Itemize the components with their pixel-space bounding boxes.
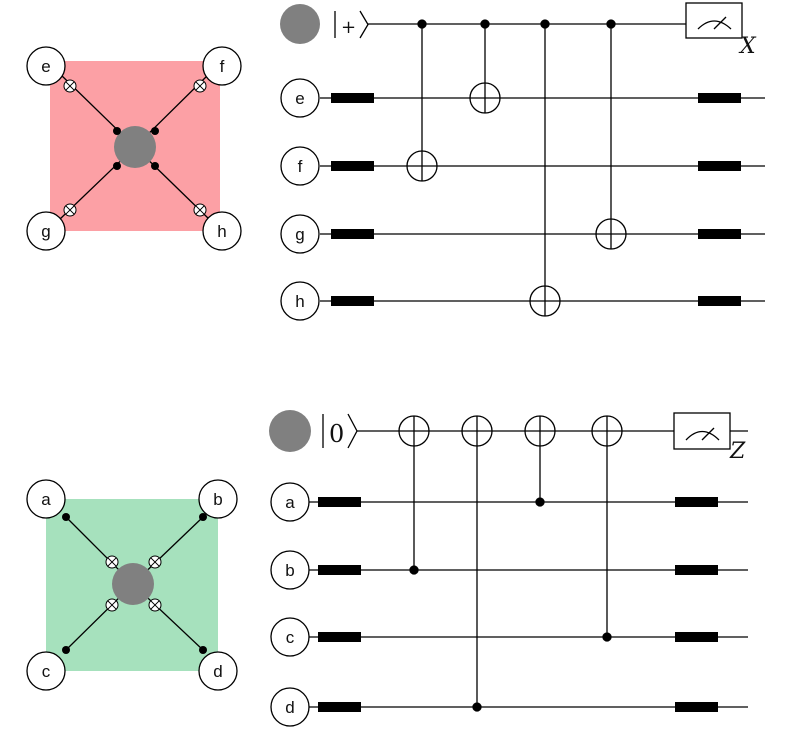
z-qubit-node: d <box>270 687 310 727</box>
x-measurement: X <box>685 2 757 59</box>
z-data-port <box>199 513 207 521</box>
corner-node-label: d <box>213 662 222 681</box>
qubit-label: g <box>295 225 304 244</box>
z-data-port <box>62 513 70 521</box>
cnot-gate <box>469 19 501 114</box>
otimes-icon <box>193 79 207 93</box>
corner-node-label: a <box>41 490 51 509</box>
idle-block <box>698 93 741 103</box>
z-qubit-node: c <box>270 617 310 657</box>
otimes-icon <box>193 203 207 217</box>
z-qubit-node: b <box>270 550 310 590</box>
otimes-icon <box>148 555 162 569</box>
cnot-gate <box>595 19 627 250</box>
idle-block <box>698 229 741 239</box>
cnot-gate <box>398 415 430 575</box>
z-circuit: 0 a b c d <box>269 410 748 727</box>
x-qubit-node: e <box>280 78 320 118</box>
corner-node-label: f <box>220 57 225 76</box>
idle-block <box>318 565 361 575</box>
x-ancilla-port <box>113 162 121 170</box>
x-corner-node: f <box>202 46 242 86</box>
idle-block <box>675 632 718 642</box>
x-circuit: + e f g h <box>280 2 765 321</box>
qubit-label: h <box>295 292 304 311</box>
x-corner-node: e <box>26 46 66 86</box>
x-ancilla-state: + <box>334 10 369 39</box>
z-corner-node: b <box>198 479 238 519</box>
qubit-label: a <box>285 493 295 512</box>
x-ancilla-port <box>113 127 121 135</box>
z-plaquette: a b c d <box>26 479 238 691</box>
x-plaquette: e f g h <box>26 46 242 251</box>
qubit-label: f <box>298 157 303 176</box>
idle-block <box>331 161 374 171</box>
x-qubit-node: g <box>280 214 320 254</box>
corner-node-label: b <box>213 490 222 509</box>
x-ancilla-port <box>151 127 159 135</box>
x-ancilla-port <box>151 162 159 170</box>
corner-node-label: g <box>41 222 50 241</box>
idle-block <box>318 632 361 642</box>
idle-block <box>331 229 374 239</box>
z-ancilla-zero: 0 <box>329 420 344 448</box>
cnot-gate <box>524 415 556 507</box>
measurement-basis: X <box>738 34 757 59</box>
cnot-gate <box>529 19 561 317</box>
corner-node-label: c <box>42 662 51 681</box>
cnot-gate <box>406 19 438 182</box>
qubit-label: e <box>295 89 304 108</box>
z-corner-node: d <box>198 651 238 691</box>
idle-block <box>675 702 718 712</box>
x-ancilla-node <box>114 126 156 168</box>
idle-block <box>675 497 718 507</box>
z-corner-node: a <box>26 479 66 519</box>
z-data-port <box>199 646 207 654</box>
x-circuit-ancilla <box>280 4 320 44</box>
z-qubit-node: a <box>270 482 310 522</box>
z-ancilla-state: 0 <box>322 413 358 449</box>
measurement-basis: Z <box>729 439 746 464</box>
z-corner-node: c <box>26 651 66 691</box>
z-data-port <box>62 646 70 654</box>
otimes-icon <box>105 598 119 612</box>
otimes-icon <box>63 203 77 217</box>
z-ancilla-node <box>112 563 154 605</box>
idle-block <box>331 93 374 103</box>
x-ancilla-plus: + <box>341 17 356 38</box>
x-qubit-node: f <box>280 146 320 186</box>
idle-block <box>331 296 374 306</box>
idle-block <box>318 702 361 712</box>
z-circuit-ancilla <box>269 410 311 452</box>
x-corner-node: h <box>202 211 242 251</box>
z-measurement: Z <box>673 412 746 464</box>
corner-node-label: h <box>217 222 226 241</box>
qubit-label: c <box>286 628 295 647</box>
otimes-icon <box>148 598 162 612</box>
idle-block <box>675 565 718 575</box>
qubit-label: d <box>285 698 294 717</box>
idle-block <box>318 497 361 507</box>
otimes-icon <box>105 555 119 569</box>
cnot-gate <box>461 415 493 712</box>
x-qubit-node: h <box>280 281 320 321</box>
x-corner-node: g <box>26 211 66 251</box>
idle-block <box>698 161 741 171</box>
qubit-label: b <box>285 561 294 580</box>
otimes-icon <box>63 79 77 93</box>
cnot-gate <box>591 415 623 642</box>
idle-block <box>698 296 741 306</box>
corner-node-label: e <box>41 57 50 76</box>
